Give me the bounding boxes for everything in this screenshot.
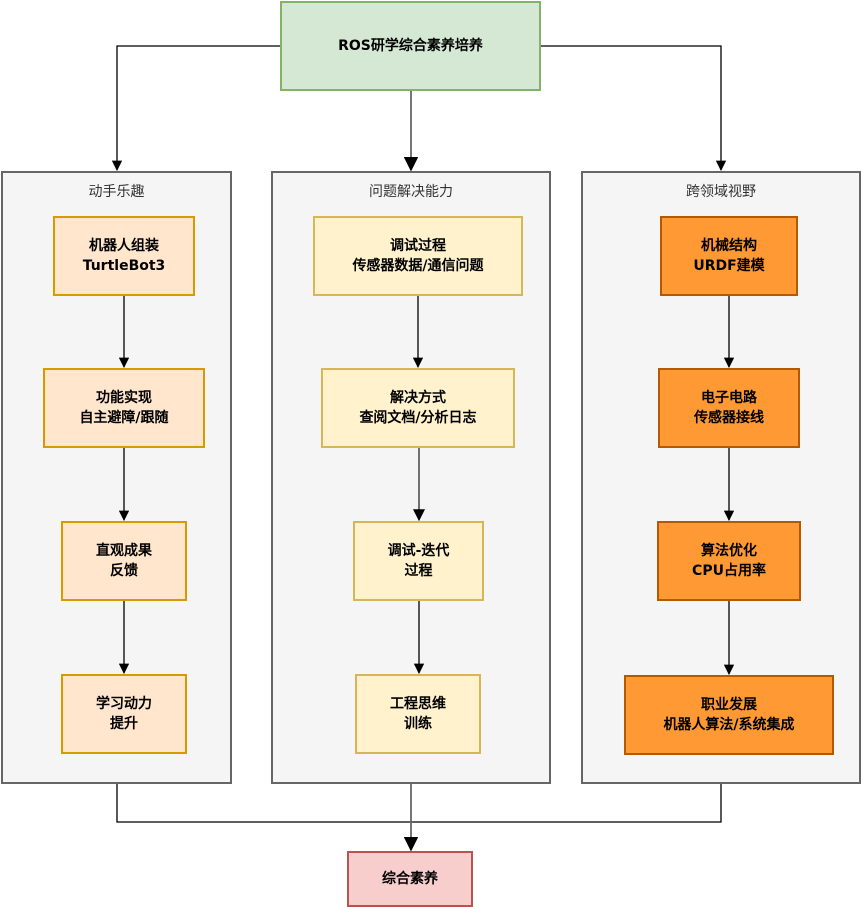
node-line2: 自主避障/跟随 [79,410,169,426]
node-line1: 直观成果 [96,543,152,559]
edge-root-to-group1 [111,45,280,172]
node-line1: 机器人组装 [89,238,159,254]
node-line2: 传感器数据/通信问题 [352,258,484,274]
node-line2: 过程 [404,563,433,579]
node-line2: 提升 [110,716,138,732]
node-line2: URDF建模 [693,258,765,274]
group-title: 跨领域视野 [686,184,756,200]
node-line1: 调试过程 [390,238,446,254]
group-title: 问题解决能力 [369,184,453,200]
node-line1: 职业发展 [701,697,757,713]
node-line1: 工程思维 [390,696,446,712]
group-title: 动手乐趣 [88,184,145,200]
result-label: 综合素养 [382,871,438,887]
node-career-development[interactable]: 职业发展 机器人算法/系统集成 [624,675,834,755]
node-line2: CPU占用率 [692,563,766,579]
node-line1: 机械结构 [701,238,757,254]
node-learning-motivation[interactable]: 学习动力 提升 [61,674,187,754]
node-line2: 机器人算法/系统集成 [663,717,795,733]
root-node[interactable]: ROS研学综合素养培养 [280,1,541,91]
node-line1: 调试-迭代 [387,543,450,559]
node-visual-feedback[interactable]: 直观成果 反馈 [61,521,187,601]
node-engineering-thinking[interactable]: 工程思维 训练 [355,674,481,754]
node-line2: 传感器接线 [694,410,764,426]
node-robot-assembly[interactable]: 机器人组装 TurtleBot3 [53,216,195,296]
node-mechanical-structure[interactable]: 机械结构 URDF建模 [660,216,798,296]
node-debugging-process[interactable]: 调试过程 传感器数据/通信问题 [313,216,523,296]
node-line2: 反馈 [110,563,138,579]
edge-root-to-group3 [541,45,727,172]
node-line2: 训练 [404,716,432,732]
edge-group1-to-result [116,784,722,823]
node-line2: TurtleBot3 [82,258,166,274]
node-algorithm-optimization[interactable]: 算法优化 CPU占用率 [657,521,801,601]
result-node[interactable]: 综合素养 [347,851,473,907]
node-solution-method[interactable]: 解决方式 查阅文档/分析日志 [321,368,515,448]
node-line2: 查阅文档/分析日志 [359,410,477,426]
node-line1: 功能实现 [96,390,152,406]
node-function-implementation[interactable]: 功能实现 自主避障/跟随 [43,368,205,448]
node-line1: 学习动力 [96,696,152,712]
node-line1: 电子电路 [701,390,757,406]
node-debug-iteration[interactable]: 调试-迭代 过程 [353,521,484,601]
node-electronic-circuit[interactable]: 电子电路 传感器接线 [658,368,800,448]
node-line1: 算法优化 [701,543,757,559]
node-line1: 解决方式 [390,390,446,406]
root-label: ROS研学综合素养培养 [338,38,483,54]
